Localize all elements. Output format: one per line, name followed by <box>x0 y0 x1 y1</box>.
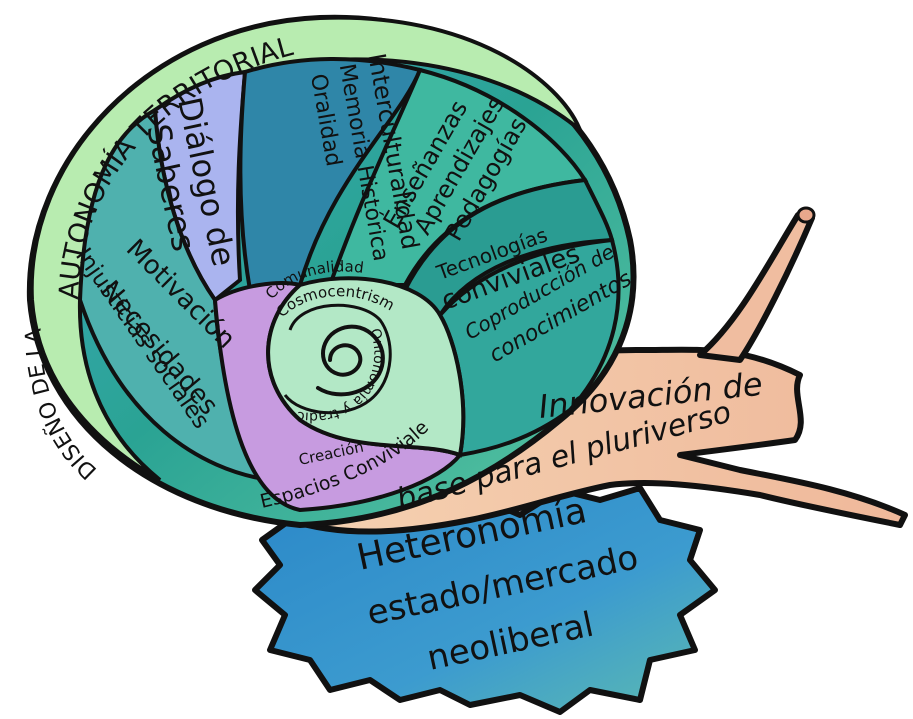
memoria-band <box>238 57 423 293</box>
tentacle-tip <box>796 206 816 224</box>
spiral-center <box>316 324 385 397</box>
snail-tentacle <box>697 212 815 363</box>
tecnologias-band <box>402 177 615 318</box>
